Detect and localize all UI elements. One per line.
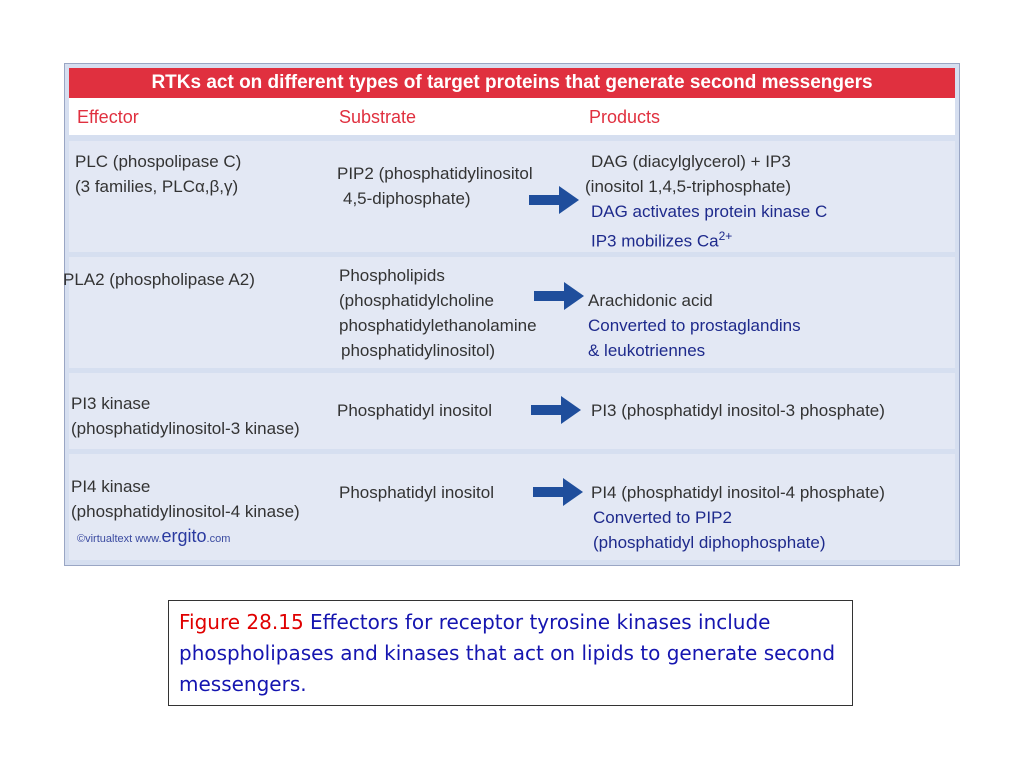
credit-line: ©virtualtext www.ergito.com [77, 526, 230, 547]
note-line: IP3 mobilizes Ca2+ [585, 224, 827, 254]
table-title: RTKs act on different types of target pr… [69, 68, 955, 98]
note-line: Converted to PIP2 [593, 508, 732, 527]
effector-line: PI3 kinase [71, 394, 151, 413]
substrate-line: 4,5-diphosphate) [343, 189, 471, 208]
credit-prefix: ©virtualtext www. [77, 533, 162, 545]
effector-line: (3 families, PLCα,β,γ) [75, 177, 239, 196]
effector-table: RTKs act on different types of target pr… [63, 63, 960, 566]
effector-cell: PLA2 (phospholipase A2) [63, 267, 255, 292]
products-cell: PI3 (phosphatidyl inositol-3 phosphate) [591, 398, 885, 423]
substrate-line: PIP2 (phosphatidylinositol [337, 164, 533, 183]
table-row-plc: PLC (phospolipase C) (3 families, PLCα,β… [69, 141, 955, 252]
effector-cell: PI4 kinase (phosphatidylinositol-4 kinas… [71, 474, 300, 524]
products-line: PI3 (phosphatidyl inositol-3 phosphate) [591, 401, 885, 420]
credit-suffix: .com [206, 533, 231, 545]
table-row-pi4: PI4 kinase (phosphatidylinositol-4 kinas… [69, 454, 955, 560]
effector-cell: PI3 kinase (phosphatidylinositol-3 kinas… [71, 391, 300, 441]
substrate-line: phosphatidylethanolamine [339, 316, 537, 335]
note-line: (phosphatidyl diphophosphate) [593, 533, 826, 552]
substrate-cell: Phospholipids (phosphatidylcholine phosp… [339, 263, 537, 363]
substrate-line: Phospholipids [339, 266, 445, 285]
right-arrow-icon [529, 186, 579, 214]
effector-cell: PLC (phospolipase C) (3 families, PLCα,β… [75, 149, 241, 199]
substrate-line: phosphatidylinositol) [341, 341, 496, 360]
substrate-cell: Phosphatidyl inositol [339, 480, 494, 505]
products-cell: DAG (diacylglycerol) + IP3 (inositol 1,4… [585, 149, 827, 254]
products-cell: Arachidonic acid Converted to prostaglan… [588, 288, 801, 363]
effector-line: PLC (phospolipase C) [75, 152, 242, 171]
effector-line: PLA2 (phospholipase A2) [63, 270, 255, 289]
substrate-cell: Phosphatidyl inositol [337, 398, 492, 423]
caption-text: Effectors for receptor tyrosine kinases … [179, 610, 836, 696]
effector-header: Effector [77, 107, 139, 127]
products-header: Products [589, 107, 661, 127]
effector-line: (phosphatidylinositol-4 kinase) [71, 502, 300, 521]
right-arrow-icon [533, 478, 583, 506]
figure-label: Figure 28.15 [179, 610, 304, 634]
figure-caption: Figure 28.15 Effectors for receptor tyro… [168, 600, 853, 706]
note-line: & leukotriennes [588, 341, 706, 360]
products-line: PI4 (phosphatidyl inositol-4 phosphate) [591, 483, 885, 502]
table-row-pla2: PLA2 (phospholipase A2) Phospholipids (p… [63, 257, 955, 368]
products-line: Arachidonic acid [588, 291, 713, 310]
right-arrow-icon [534, 282, 584, 310]
substrate-cell: PIP2 (phosphatidylinositol 4,5-diphospha… [337, 161, 533, 211]
substrate-header: Substrate [339, 107, 417, 127]
products-cell: PI4 (phosphatidyl inositol-4 phosphate) … [591, 480, 885, 555]
effector-line: PI4 kinase [71, 477, 151, 496]
header-row: Effector Substrate Products [69, 98, 955, 135]
table-row-pi3: PI3 kinase (phosphatidylinositol-3 kinas… [69, 373, 955, 449]
products-line: (inositol 1,4,5-triphosphate) [585, 177, 792, 196]
products-line: DAG (diacylglycerol) + IP3 [591, 152, 791, 171]
substrate-line: (phosphatidylcholine [339, 291, 494, 310]
effector-line: (phosphatidylinositol-3 kinase) [71, 419, 300, 438]
note-line: DAG activates protein kinase C [591, 202, 828, 221]
substrate-line: Phosphatidyl inositol [339, 483, 494, 502]
calcium-charge: 2+ [718, 229, 733, 243]
note-text: IP3 mobilizes Ca [591, 231, 719, 251]
substrate-line: Phosphatidyl inositol [337, 401, 492, 420]
note-line: Converted to prostaglandins [588, 316, 801, 335]
right-arrow-icon [531, 396, 581, 424]
credit-brand: ergito [161, 526, 207, 546]
